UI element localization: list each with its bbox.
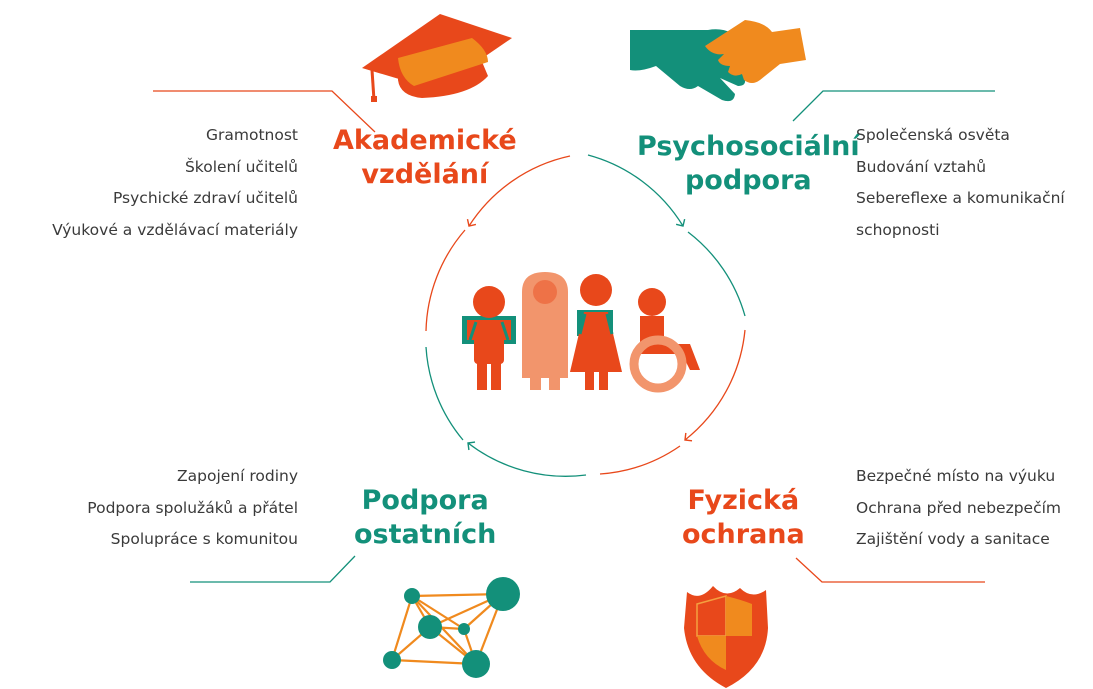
connector-psychosocial xyxy=(792,90,995,122)
arc-bottom-left xyxy=(467,441,587,477)
title-physical-line1: Fyzická xyxy=(687,485,800,516)
arc-top-right xyxy=(587,154,686,227)
list-item: Školení učitelů xyxy=(184,157,298,176)
title-academic-line1: Akademické xyxy=(333,125,517,156)
title-psychosocial-line1: Psychosociální xyxy=(637,131,860,162)
network-icon xyxy=(390,592,505,666)
title-psychosocial-line2: podpora xyxy=(684,165,812,196)
child-hijab-figure xyxy=(522,272,568,390)
child-wheelchair-figure xyxy=(629,288,700,393)
list-item: Výukové a vzdělávací materiály xyxy=(52,220,298,239)
title-academic-line2: vzdělání xyxy=(361,159,489,190)
list-item: Psychické zdraví učitelů xyxy=(112,189,298,207)
list-item: Společenská osvěta xyxy=(856,126,1010,144)
network-nodes xyxy=(383,577,520,678)
physical-list: Bezpečné místo na výuku Ochrana před neb… xyxy=(856,461,1061,556)
connector-physical xyxy=(795,557,985,583)
list-item: Ochrana před nebezpečím xyxy=(856,498,1062,517)
title-others: Podpora ostatních xyxy=(354,484,496,552)
arc-left-lower xyxy=(425,346,464,441)
connector-others xyxy=(190,555,356,583)
title-physical-line2: ochrana xyxy=(682,519,805,550)
graduation-cap-icon xyxy=(362,14,512,102)
child-boy-figure xyxy=(462,286,516,390)
child-girl-figure xyxy=(570,274,622,390)
arc-right-upper xyxy=(687,231,746,317)
list-item: Sebereflexe a komunikační xyxy=(856,189,1065,207)
list-item: Zapojení rodiny xyxy=(177,467,298,485)
list-item: Bezpečné místo na výuku xyxy=(856,467,1056,485)
arc-top-left-upper xyxy=(466,155,571,227)
arc-bottom-right xyxy=(599,445,681,475)
others-list: Zapojení rodiny Podpora spolužáků a přát… xyxy=(87,461,298,556)
shield-icon xyxy=(684,586,768,688)
psychosocial-list: Společenská osvěta Budování vztahů Seber… xyxy=(856,120,1065,246)
list-item: Gramotnost xyxy=(205,126,298,144)
children-group-icon xyxy=(462,272,700,393)
list-item: schopnosti xyxy=(856,220,940,239)
connector-academic xyxy=(153,90,376,133)
title-others-line1: Podpora xyxy=(361,485,489,516)
list-item: Zajištění vody a sanitace xyxy=(856,530,1050,548)
arc-top-left xyxy=(425,229,466,332)
list-item: Podpora spolužáků a přátel xyxy=(87,498,298,517)
title-academic: Akademické vzdělání xyxy=(333,124,517,192)
list-item: Spolupráce s komunitou xyxy=(110,530,298,548)
list-item: Budování vztahů xyxy=(856,157,987,176)
title-others-line2: ostatních xyxy=(354,519,497,550)
title-physical: Fyzická ochrana xyxy=(682,484,805,552)
title-psychosocial: Psychosociální podpora xyxy=(637,130,860,198)
handshake-icon xyxy=(630,20,806,102)
academic-list: Gramotnost Školení učitelů Psychické zdr… xyxy=(52,120,298,246)
arc-right-lower xyxy=(684,329,746,442)
